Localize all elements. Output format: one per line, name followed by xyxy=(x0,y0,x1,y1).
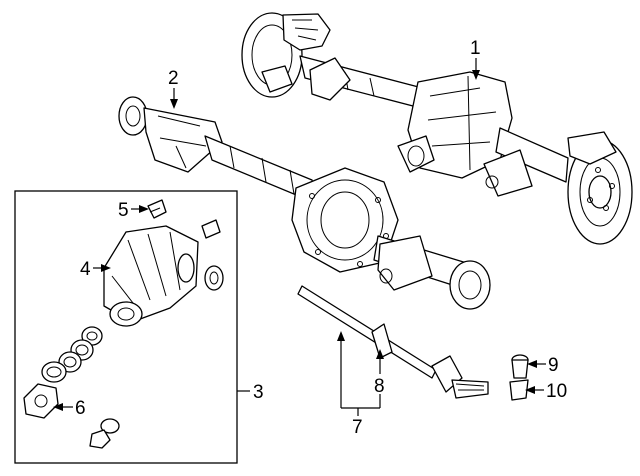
callout-3: 3 xyxy=(253,382,264,403)
left-front-caliper xyxy=(282,13,331,51)
axle-shaft-splines xyxy=(451,379,489,399)
axle-shaft[interactable] xyxy=(297,285,489,399)
carrier-bolt-2[interactable] xyxy=(201,219,221,239)
callout-8: 8 xyxy=(374,376,385,397)
callout-5: 5 xyxy=(118,200,129,221)
right-front-hub xyxy=(588,175,612,209)
callout-4: 4 xyxy=(80,259,91,280)
callout-2: 2 xyxy=(168,68,179,89)
rear-right-flange xyxy=(449,260,491,310)
front-left-bracket xyxy=(309,57,351,101)
callout-6: 6 xyxy=(75,398,86,419)
callout-7: 7 xyxy=(352,417,363,438)
carrier-side-bearing xyxy=(177,253,195,283)
callout-9: 9 xyxy=(548,355,559,376)
carrier-bolt[interactable] xyxy=(147,199,167,219)
front-right-bracket xyxy=(483,149,533,197)
rear-left-spring-seat xyxy=(143,107,223,173)
carrier-kit-box xyxy=(14,190,238,464)
wheel-stud[interactable] xyxy=(511,354,529,379)
axle-shaft-seal xyxy=(371,323,393,359)
rear-left-flange xyxy=(118,96,148,136)
front-axle-assembly[interactable] xyxy=(241,12,633,245)
differential-carrier-case[interactable] xyxy=(103,225,199,327)
rear-axle-housing[interactable] xyxy=(118,96,491,310)
callout-1: 1 xyxy=(470,38,481,59)
front-right-axle-tube xyxy=(495,127,569,183)
right-front-caliper xyxy=(567,131,617,165)
pinion-flange[interactable] xyxy=(23,383,59,419)
left-knuckle-arm xyxy=(261,65,293,93)
carrier-bearing-bore xyxy=(109,301,143,327)
front-pinion-flange xyxy=(397,135,435,173)
rear-right-spring-seat xyxy=(377,235,433,291)
axle-shaft-retainer[interactable] xyxy=(509,379,529,401)
pinion-bearing-stack[interactable] xyxy=(41,326,103,383)
pinion-nut[interactable] xyxy=(89,418,120,449)
callout-10: 10 xyxy=(546,381,567,402)
side-gear[interactable] xyxy=(204,265,224,291)
